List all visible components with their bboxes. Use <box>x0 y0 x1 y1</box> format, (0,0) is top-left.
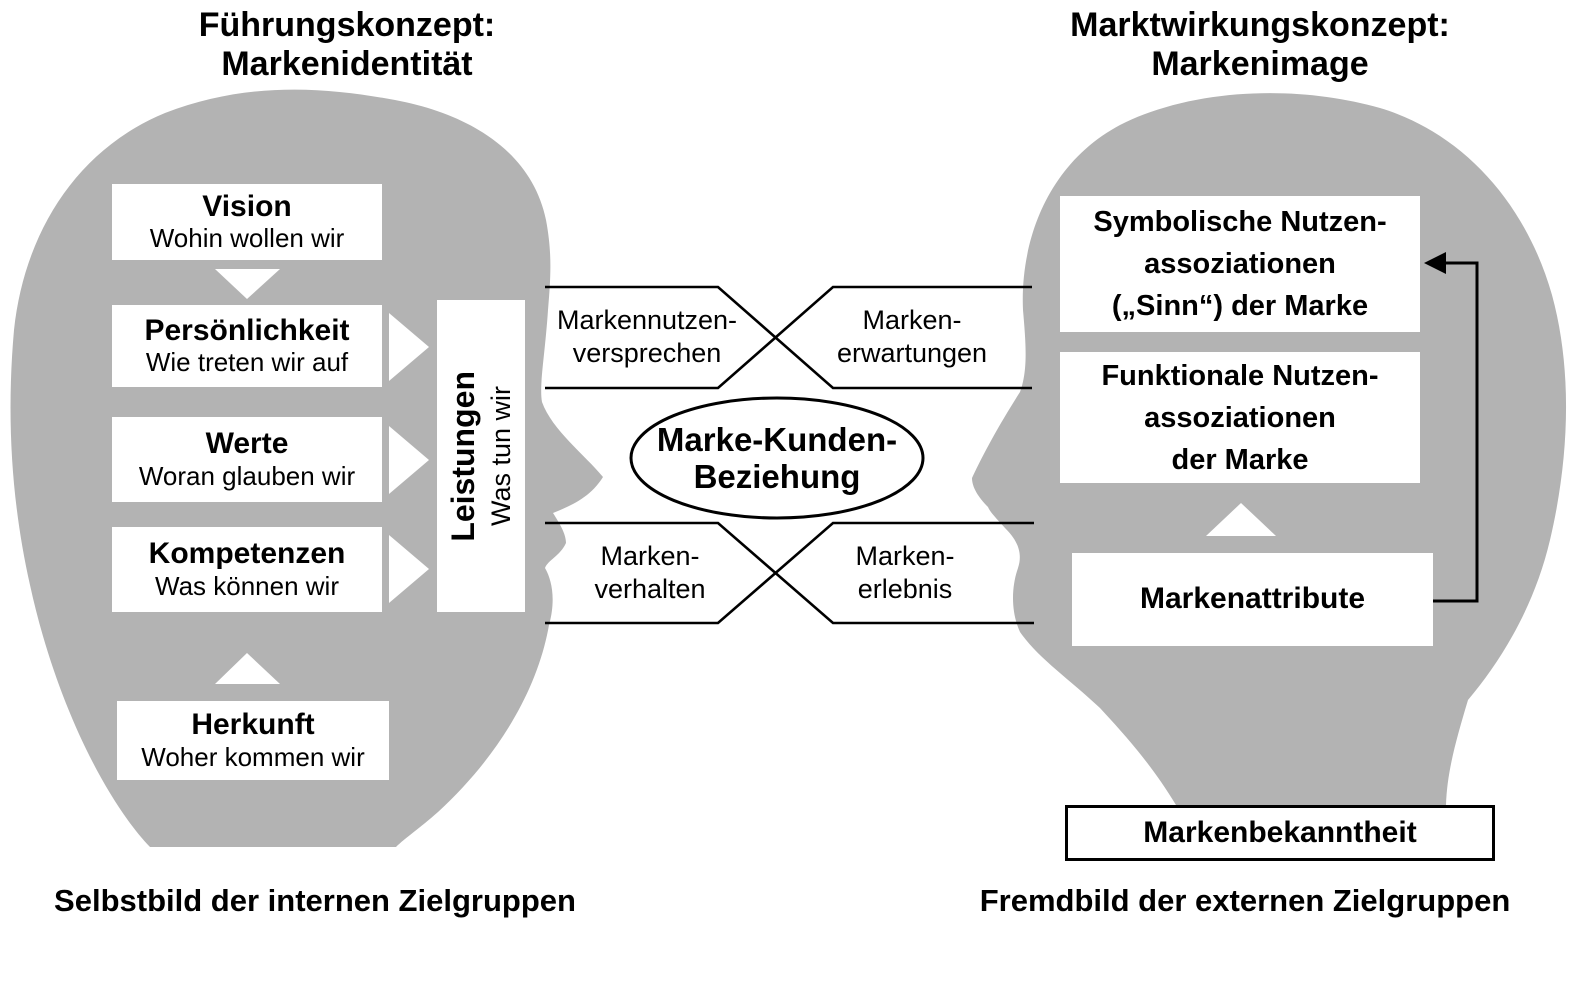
arrow-right-persoenlichkeit-to-leistungen <box>389 313 429 381</box>
herkunft-box: Herkunft Woher kommen wir <box>117 701 389 780</box>
band-label-line: versprechen <box>572 338 722 368</box>
band-label-markennutzenversprechen: Markennutzen- versprechen <box>537 304 757 370</box>
kompetenzen-title: Kompetenzen <box>148 537 346 571</box>
persoenlichkeit-title: Persönlichkeit <box>144 313 350 347</box>
right-title-line2: Markenimage <box>1151 45 1369 83</box>
arrow-down-vision-to-persoenlichkeit <box>215 269 280 299</box>
arrow-up-herkunft <box>215 653 280 684</box>
functional-benefit-line3: der Marke <box>1171 443 1309 476</box>
band-bottom-line-b <box>545 521 1034 625</box>
leistungen-box: Leistungen Was tun wir <box>437 300 525 612</box>
ellipse-label-line2: Beziehung <box>693 458 861 495</box>
symbolic-benefit-line2: assoziationen <box>1144 248 1336 280</box>
band-label-line: Marken- <box>862 305 962 335</box>
symbolic-benefit-line3: („Sinn“) der Marke <box>1111 290 1369 322</box>
band-label-line: erlebnis <box>857 574 953 604</box>
markenbekanntheit-box: Markenbekanntheit <box>1065 805 1495 861</box>
markenbekanntheit-label: Markenbekanntheit <box>1143 815 1417 849</box>
feedback-arrowhead-icon <box>1424 252 1446 274</box>
werte-subtitle: Woran glauben wir <box>138 460 356 491</box>
werte-box: Werte Woran glauben wir <box>112 417 382 502</box>
arrow-right-werte-to-leistungen <box>389 426 429 494</box>
markenattribute-label: Markenattribute <box>1139 582 1366 616</box>
right-caption: Fremdbild der externen Zielgruppen <box>979 883 1511 918</box>
persoenlichkeit-subtitle: Wie treten wir auf <box>145 347 349 378</box>
left-column-title: Führungskonzept: Markenidentität <box>137 6 557 84</box>
band-label-line: Marken- <box>855 541 955 571</box>
band-label-line: verhalten <box>594 574 706 604</box>
band-label-line: Marken- <box>600 541 700 571</box>
arrow-up-attributes-to-functional <box>1206 503 1276 536</box>
band-label-markenerwartungen: Marken- erwartungen <box>802 304 1022 370</box>
relationship-ellipse <box>629 396 925 520</box>
band-label-markenverhalten: Marken- verhalten <box>540 540 760 606</box>
leistungen-title: Leistungen <box>444 370 481 542</box>
functional-benefit-line2: assoziationen <box>1144 401 1336 434</box>
left-title-line2: Markenidentität <box>221 45 473 83</box>
right-title-line1: Marktwirkungskonzept: <box>1070 6 1450 44</box>
band-label-line: erwartungen <box>836 338 988 368</box>
left-title-line1: Führungskonzept: <box>198 6 496 44</box>
werte-title: Werte <box>205 427 289 461</box>
arrow-right-kompetenzen-to-leistungen <box>389 535 429 603</box>
vision-box: Vision Wohin wollen wir <box>112 184 382 260</box>
kompetenzen-box: Kompetenzen Was können wir <box>112 527 382 612</box>
kompetenzen-subtitle: Was können wir <box>155 570 339 601</box>
persoenlichkeit-box: Persönlichkeit Wie treten wir auf <box>112 305 382 387</box>
band-top-line-b <box>545 285 1032 390</box>
functional-benefit-line1: Funktionale Nutzen- <box>1101 359 1379 392</box>
band-label-line: Markennutzen- <box>556 305 738 335</box>
vision-title: Vision <box>202 189 292 223</box>
feedback-arrow-line <box>1433 261 1479 603</box>
herkunft-title: Herkunft <box>191 708 315 742</box>
right-column-title: Marktwirkungskonzept: Markenimage <box>1050 6 1470 84</box>
left-caption: Selbstbild der internen Zielgruppen <box>54 883 576 918</box>
markenattribute-box: Markenattribute <box>1072 553 1433 646</box>
vision-subtitle: Wohin wollen wir <box>149 223 345 254</box>
band-label-markenerlebnis: Marken- erlebnis <box>795 540 1015 606</box>
functional-benefit-box: Funktionale Nutzen- assoziationen der Ma… <box>1060 352 1420 483</box>
symbolic-benefit-box: Symbolische Nutzen- assoziationen („Sinn… <box>1060 196 1420 332</box>
leistungen-subtitle: Was tun wir <box>486 385 517 527</box>
relationship-ellipse-label: Marke-Kunden- Beziehung <box>627 421 927 495</box>
ellipse-label-line1: Marke-Kunden- <box>656 421 898 458</box>
symbolic-benefit-line1: Symbolische Nutzen- <box>1093 206 1387 238</box>
herkunft-subtitle: Woher kommen wir <box>141 741 365 772</box>
